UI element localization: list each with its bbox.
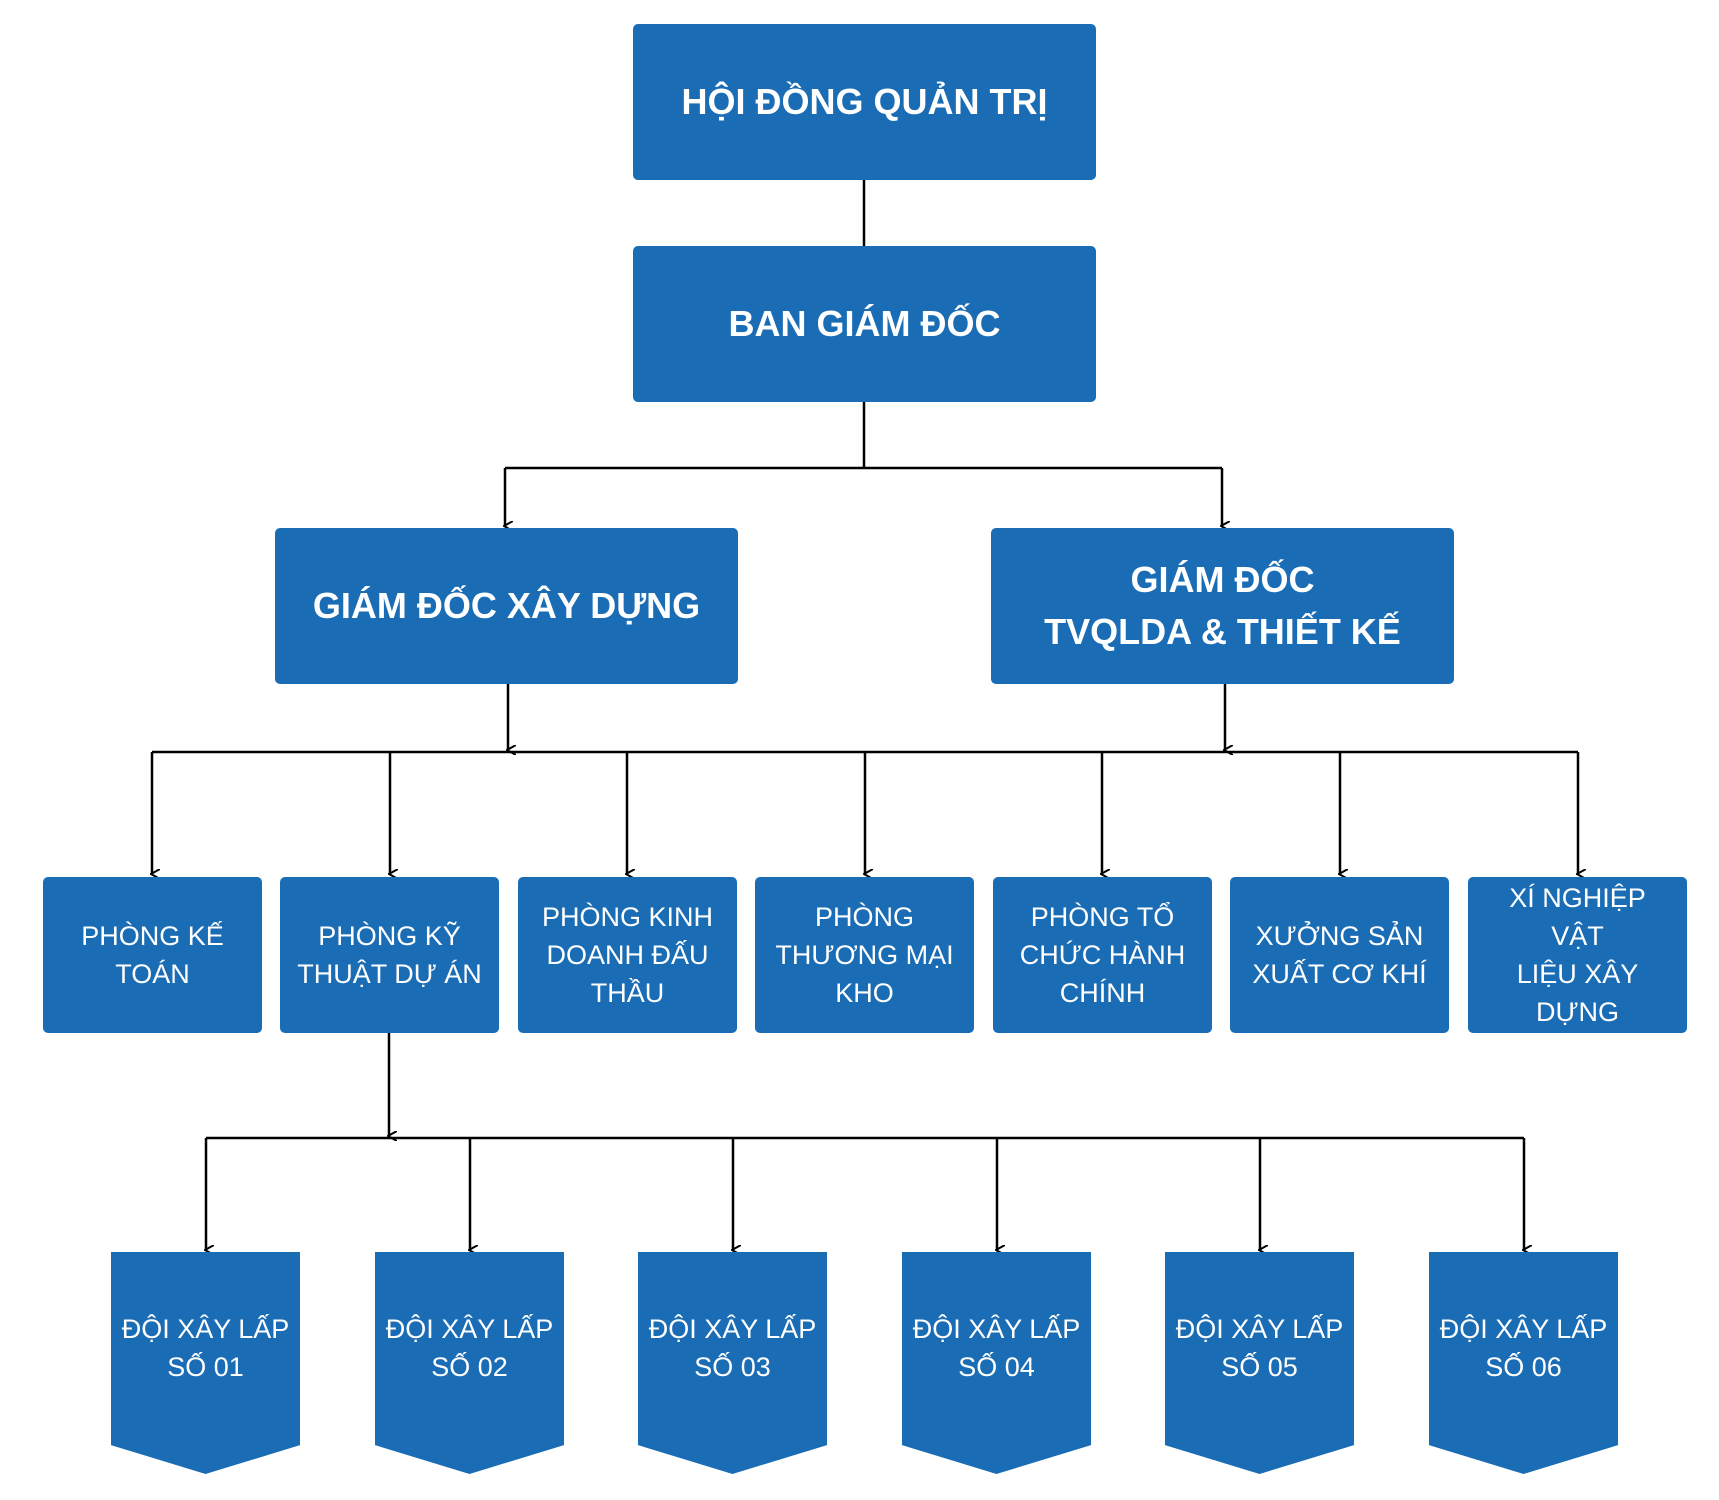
dept-label: PHÒNG TỔ CHỨC HÀNH CHÍNH [1019, 902, 1186, 1008]
dept-building-materials: XÍ NGHIỆP VẬT LIỆU XÂY DỰNG [1468, 877, 1687, 1033]
directors-label: BAN GIÁM ĐỐC [728, 303, 1001, 344]
board-box: HỘI ĐỒNG QUẢN TRỊ [633, 24, 1096, 180]
team-label: ĐỘI XÂY LẤP SỐ 03 [648, 1314, 817, 1382]
dept-mechanical-workshop: XƯỞNG SẢN XUẤT CƠ KHÍ [1230, 877, 1449, 1033]
team-label: ĐỘI XÂY LẤP SỐ 04 [912, 1314, 1081, 1382]
dept-accounting: PHÒNG KẾ TOÁN [43, 877, 262, 1033]
team-label: ĐỘI XÂY LẤP SỐ 06 [1439, 1314, 1608, 1382]
design-director-label: GIÁM ĐỐC TVQLDA & THIẾT KẾ [1044, 559, 1401, 652]
dept-admin-hr: PHÒNG TỔ CHỨC HÀNH CHÍNH [993, 877, 1212, 1033]
construction-director-label: GIÁM ĐỐC XÂY DỰNG [312, 585, 701, 626]
team-label: ĐỘI XÂY LẤP SỐ 02 [385, 1314, 554, 1382]
team-02: ĐỘI XÂY LẤP SỐ 02 [375, 1252, 564, 1474]
team-05: ĐỘI XÂY LẤP SỐ 05 [1165, 1252, 1354, 1474]
team-04: ĐỘI XÂY LẤP SỐ 04 [902, 1252, 1091, 1474]
team-label: ĐỘI XÂY LẤP SỐ 01 [121, 1314, 290, 1382]
design-director-box: GIÁM ĐỐC TVQLDA & THIẾT KẾ [991, 528, 1454, 684]
dept-label: PHÒNG KẾ TOÁN [81, 921, 224, 989]
board-label: HỘI ĐỒNG QUẢN TRỊ [681, 81, 1048, 122]
dept-label: XƯỞNG SẢN XUẤT CƠ KHÍ [1252, 921, 1427, 989]
dept-label: XÍ NGHIỆP VẬT LIỆU XÂY DỰNG [1509, 883, 1646, 1027]
dept-business-bidding: PHÒNG KINH DOANH ĐẤU THẦU [518, 877, 737, 1033]
construction-director-box: GIÁM ĐỐC XÂY DỰNG [275, 528, 738, 684]
dept-label: PHÒNG KỸ THUẬT DỰ ÁN [297, 921, 482, 989]
team-03: ĐỘI XÂY LẤP SỐ 03 [638, 1252, 827, 1474]
team-label: ĐỘI XÂY LẤP SỐ 05 [1175, 1314, 1344, 1382]
dept-label: PHÒNG THƯƠNG MẠI KHO [775, 902, 954, 1008]
team-06: ĐỘI XÂY LẤP SỐ 06 [1429, 1252, 1618, 1474]
dept-technical-projects: PHÒNG KỸ THUẬT DỰ ÁN [280, 877, 499, 1033]
team-01: ĐỘI XÂY LẤP SỐ 01 [111, 1252, 300, 1474]
dept-trade-warehouse: PHÒNG THƯƠNG MẠI KHO [755, 877, 974, 1033]
directors-box: BAN GIÁM ĐỐC [633, 246, 1096, 402]
dept-label: PHÒNG KINH DOANH ĐẤU THẦU [541, 902, 714, 1008]
